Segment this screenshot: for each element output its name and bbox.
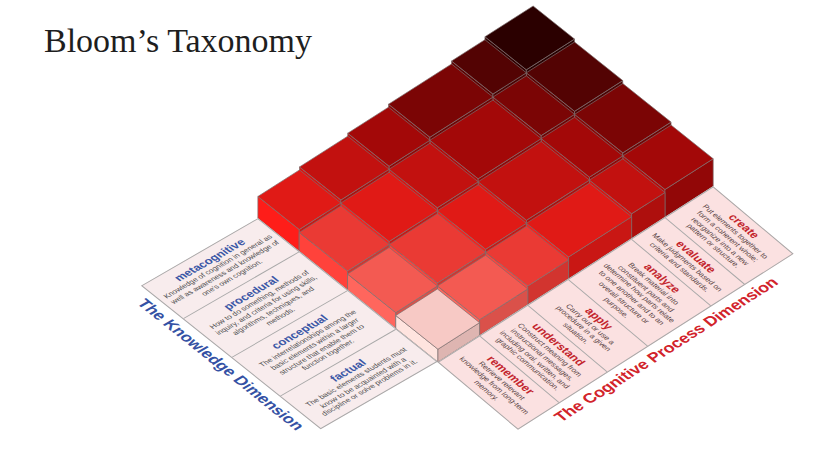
slide-title: Bloom’s Taxonomy (44, 22, 312, 60)
